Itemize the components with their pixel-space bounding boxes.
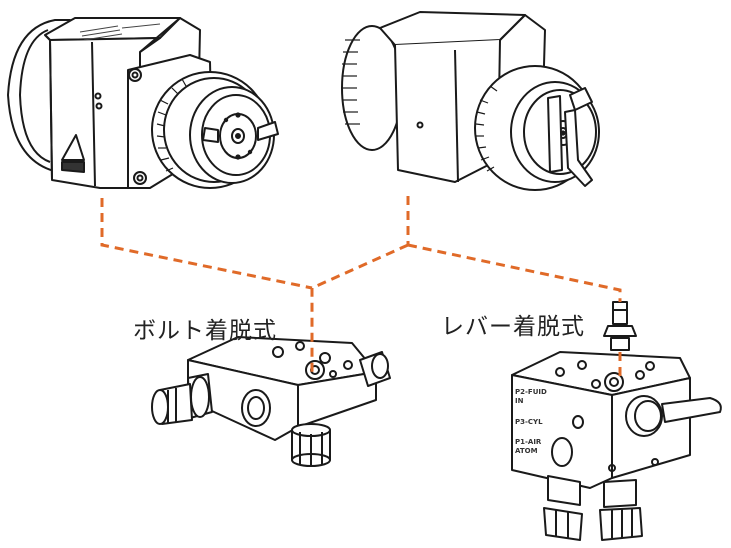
marking-air-1: P1-AIR xyxy=(515,438,542,446)
lever-mount-base xyxy=(511,301,722,541)
connector-to-lever xyxy=(407,243,622,302)
bolt-mount-base xyxy=(151,336,391,467)
lever-mount-label: レバー着脱式 xyxy=(441,314,585,340)
bolt-mount-label: ボルト着脱式 xyxy=(133,318,277,344)
marking-air-2: ATOM xyxy=(515,447,538,455)
marking-cylinder: P3-CYL xyxy=(515,418,543,426)
connector-lines xyxy=(100,196,622,382)
marking-fluid-in-1: P2-FUID xyxy=(515,388,547,396)
spray-gun-bolt-type xyxy=(7,17,279,189)
connector-to-bolt xyxy=(310,243,409,375)
spray-gun-lever-type xyxy=(341,11,600,191)
connector-gun1 xyxy=(100,198,313,290)
marking-fluid-in-2: IN xyxy=(515,397,524,405)
base-markings: P2-FUID IN P3-CYL P1-AIR ATOM xyxy=(515,388,547,455)
